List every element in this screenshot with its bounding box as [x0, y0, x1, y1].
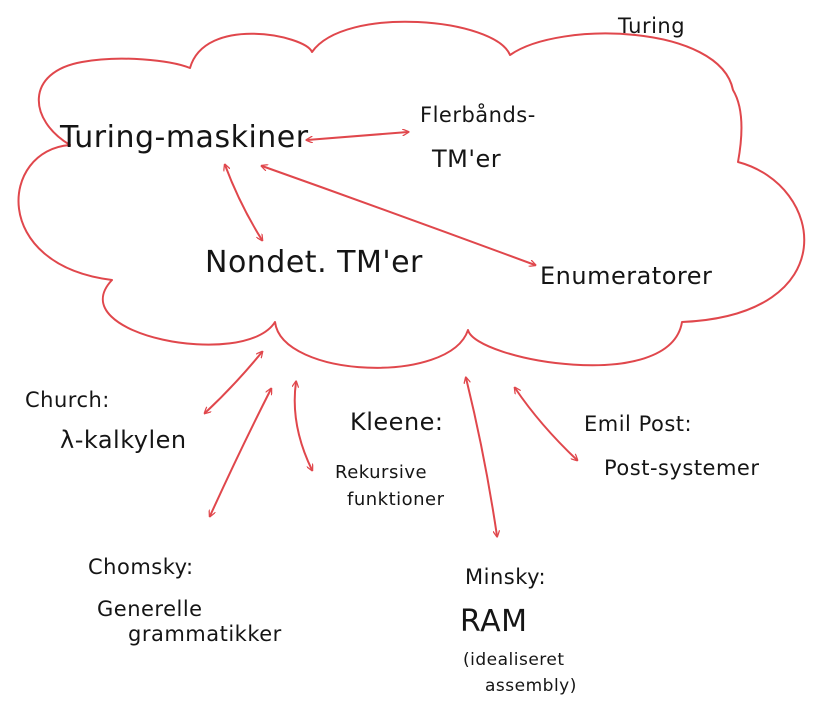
- kleene-model-line2: funktioner: [347, 489, 445, 510]
- minsky-note-line2: assembly): [485, 676, 577, 696]
- node-multitape-line1: Flerbånds-: [420, 103, 536, 127]
- arrow-minsky: [466, 378, 497, 536]
- post-model: Post-systemer: [604, 456, 760, 480]
- turing-cloud: [17, 20, 806, 369]
- church-name: Church:: [25, 388, 110, 412]
- cloud-title: Turing: [618, 14, 686, 38]
- kleene-name: Kleene:: [350, 408, 444, 436]
- arrow-post: [515, 388, 577, 460]
- node-nondet: Nondet. TM'er: [205, 245, 423, 280]
- chomsky-model-line2: grammatikker: [128, 622, 282, 646]
- kleene-model-line1: Rekursive: [335, 462, 428, 483]
- minsky-name: Minsky:: [465, 565, 547, 589]
- church-model: λ-kalkylen: [60, 426, 187, 454]
- node-enumerators: Enumeratorer: [540, 262, 713, 290]
- chomsky-model-line1: Generelle: [97, 597, 203, 621]
- arrow-turing-nondet: [225, 165, 262, 240]
- arrow-church: [205, 352, 262, 413]
- arrow-chomsky: [210, 389, 271, 516]
- arrow-kleene: [295, 382, 312, 470]
- node-multitape-line2: TM'er: [432, 145, 502, 173]
- chomsky-name: Chomsky:: [88, 555, 194, 579]
- post-name: Emil Post:: [584, 412, 693, 436]
- arrow-turing-multitape: [307, 132, 408, 140]
- minsky-note-line1: (idealiseret: [463, 650, 565, 670]
- minsky-model: RAM: [460, 604, 528, 639]
- arrow-turing-enumerators: [262, 166, 535, 265]
- node-turing-machines: Turing-maskiner: [60, 120, 309, 155]
